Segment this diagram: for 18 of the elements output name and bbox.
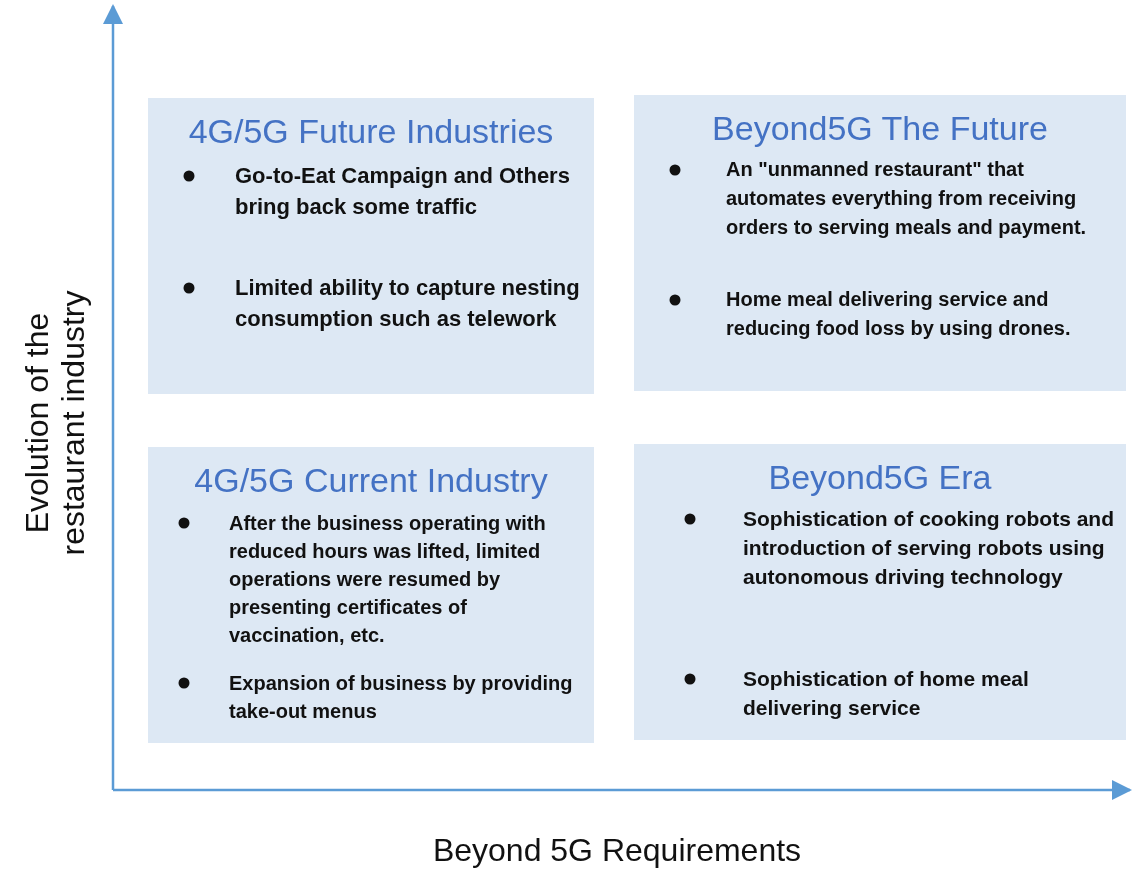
- panel-heading: Beyond5G Era: [767, 458, 993, 496]
- quadrant-panel: [148, 98, 594, 394]
- bullet-text: Sophistication of cooking robots and introduction of serving robots using autonomous driving technology: [743, 506, 1115, 590]
- axis-label: Beyond 5G Requirements: [431, 832, 803, 868]
- bullet-text: Go-to-Eat Campaign and Others bring back some traffic: [235, 162, 571, 221]
- bullet-text: Expansion of business by providing take-out menus: [229, 671, 574, 724]
- bullet-text: After the business operating with reduced hours was lifted, limited operations were resumed by presenting certificates of vaccination, etc.: [229, 511, 547, 648]
- panel-heading: Beyond5G The Future: [711, 109, 1049, 147]
- quadrant-panel: [634, 444, 1126, 740]
- bullet-text: Sophistication of home meal delivering service: [743, 666, 1030, 721]
- axis-label: Evolution of the restaurant industry: [19, 289, 91, 558]
- panel-heading: 4G/5G Future Industries: [187, 112, 555, 150]
- bullet-text: Limited ability to capture nesting consumption such as telework: [235, 274, 581, 333]
- panel-heading: 4G/5G Current Industry: [193, 461, 549, 499]
- bullet-text: Home meal delivering service and reducing food loss by using drones.: [726, 287, 1072, 341]
- quadrant-panel: [148, 447, 594, 743]
- quadrant-panel: [634, 95, 1126, 391]
- bullet-text: An "unmanned restaurant" that automates everything from receiving orders to serving meals and payment.: [726, 157, 1088, 240]
